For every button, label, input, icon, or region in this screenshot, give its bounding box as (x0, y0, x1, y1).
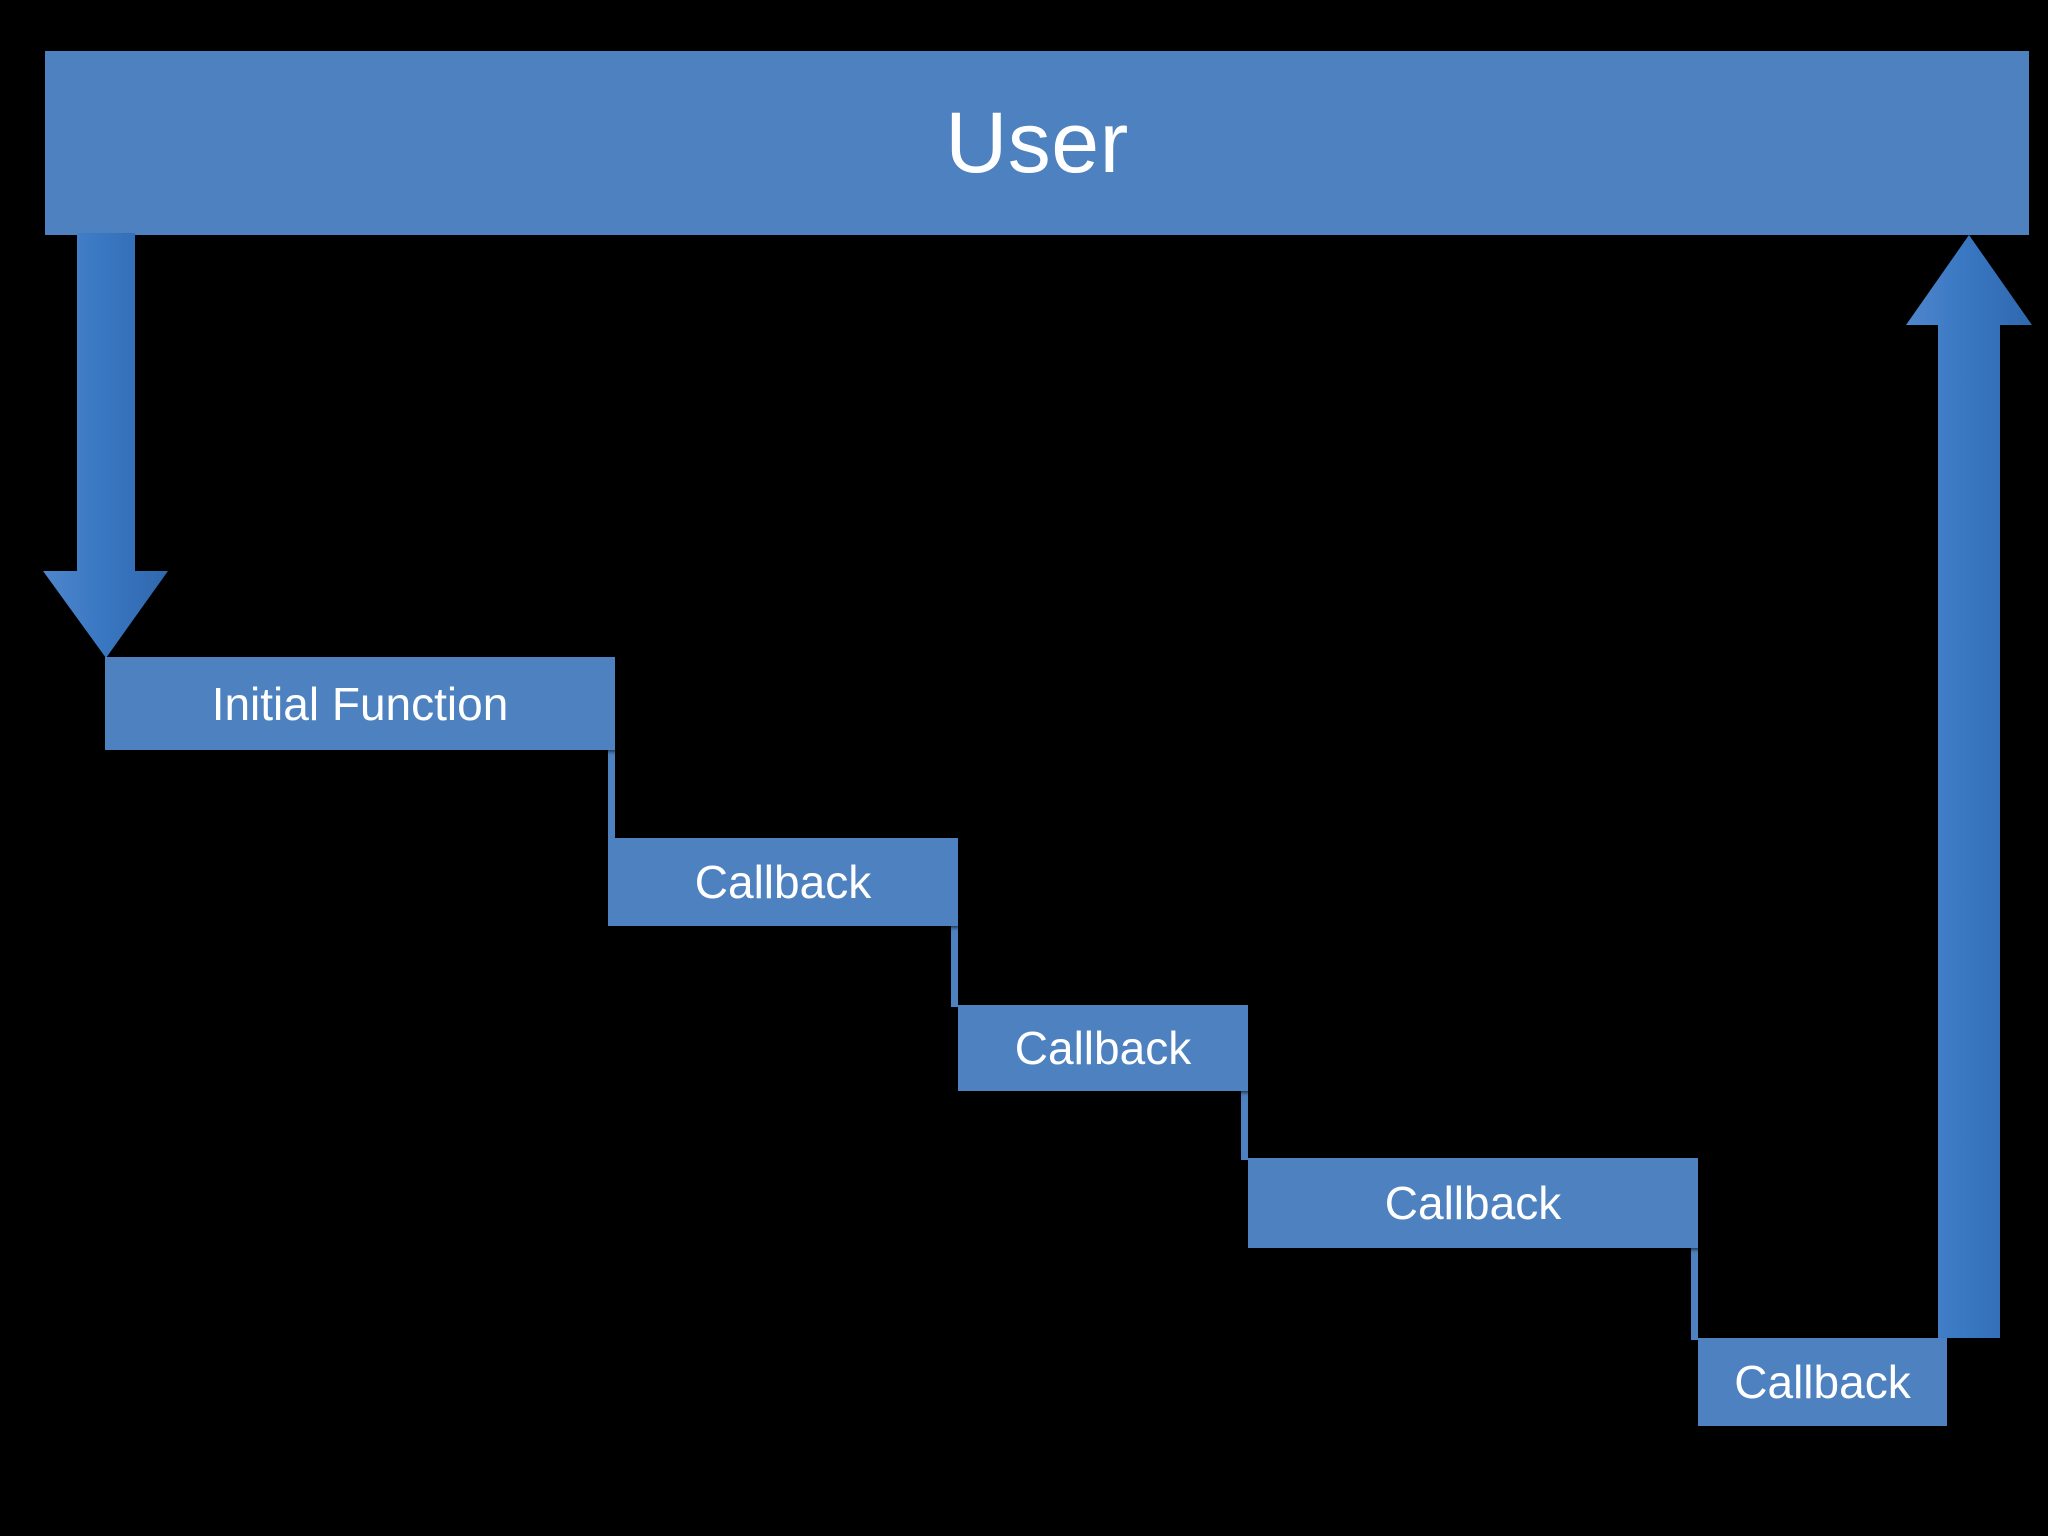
step-box-callback-2[interactable]: Callback (958, 1005, 1248, 1091)
step-label: Callback (694, 856, 872, 908)
step-box-initial-function[interactable]: Initial Function (105, 657, 615, 750)
connector-line (951, 924, 958, 1007)
step-label: Callback (1734, 1356, 1911, 1408)
connector-line (1691, 1246, 1698, 1340)
step-label: Initial Function (211, 677, 509, 730)
banner-title: User (945, 95, 1129, 191)
connector-line (608, 748, 615, 840)
user-banner: User (45, 51, 2029, 235)
connector-line (1241, 1089, 1248, 1160)
step-box-callback-4[interactable]: Callback (1698, 1338, 1947, 1426)
up-arrow-icon (1906, 235, 2032, 1338)
step-label: Callback (1014, 1022, 1192, 1074)
up-arrow-shape (1906, 235, 2032, 1338)
down-arrow-shape (43, 233, 168, 658)
step-label: Callback (1384, 1177, 1562, 1229)
step-box-callback-3[interactable]: Callback (1248, 1158, 1698, 1248)
step-box-callback-1[interactable]: Callback (608, 838, 958, 926)
down-arrow-icon (43, 233, 168, 658)
